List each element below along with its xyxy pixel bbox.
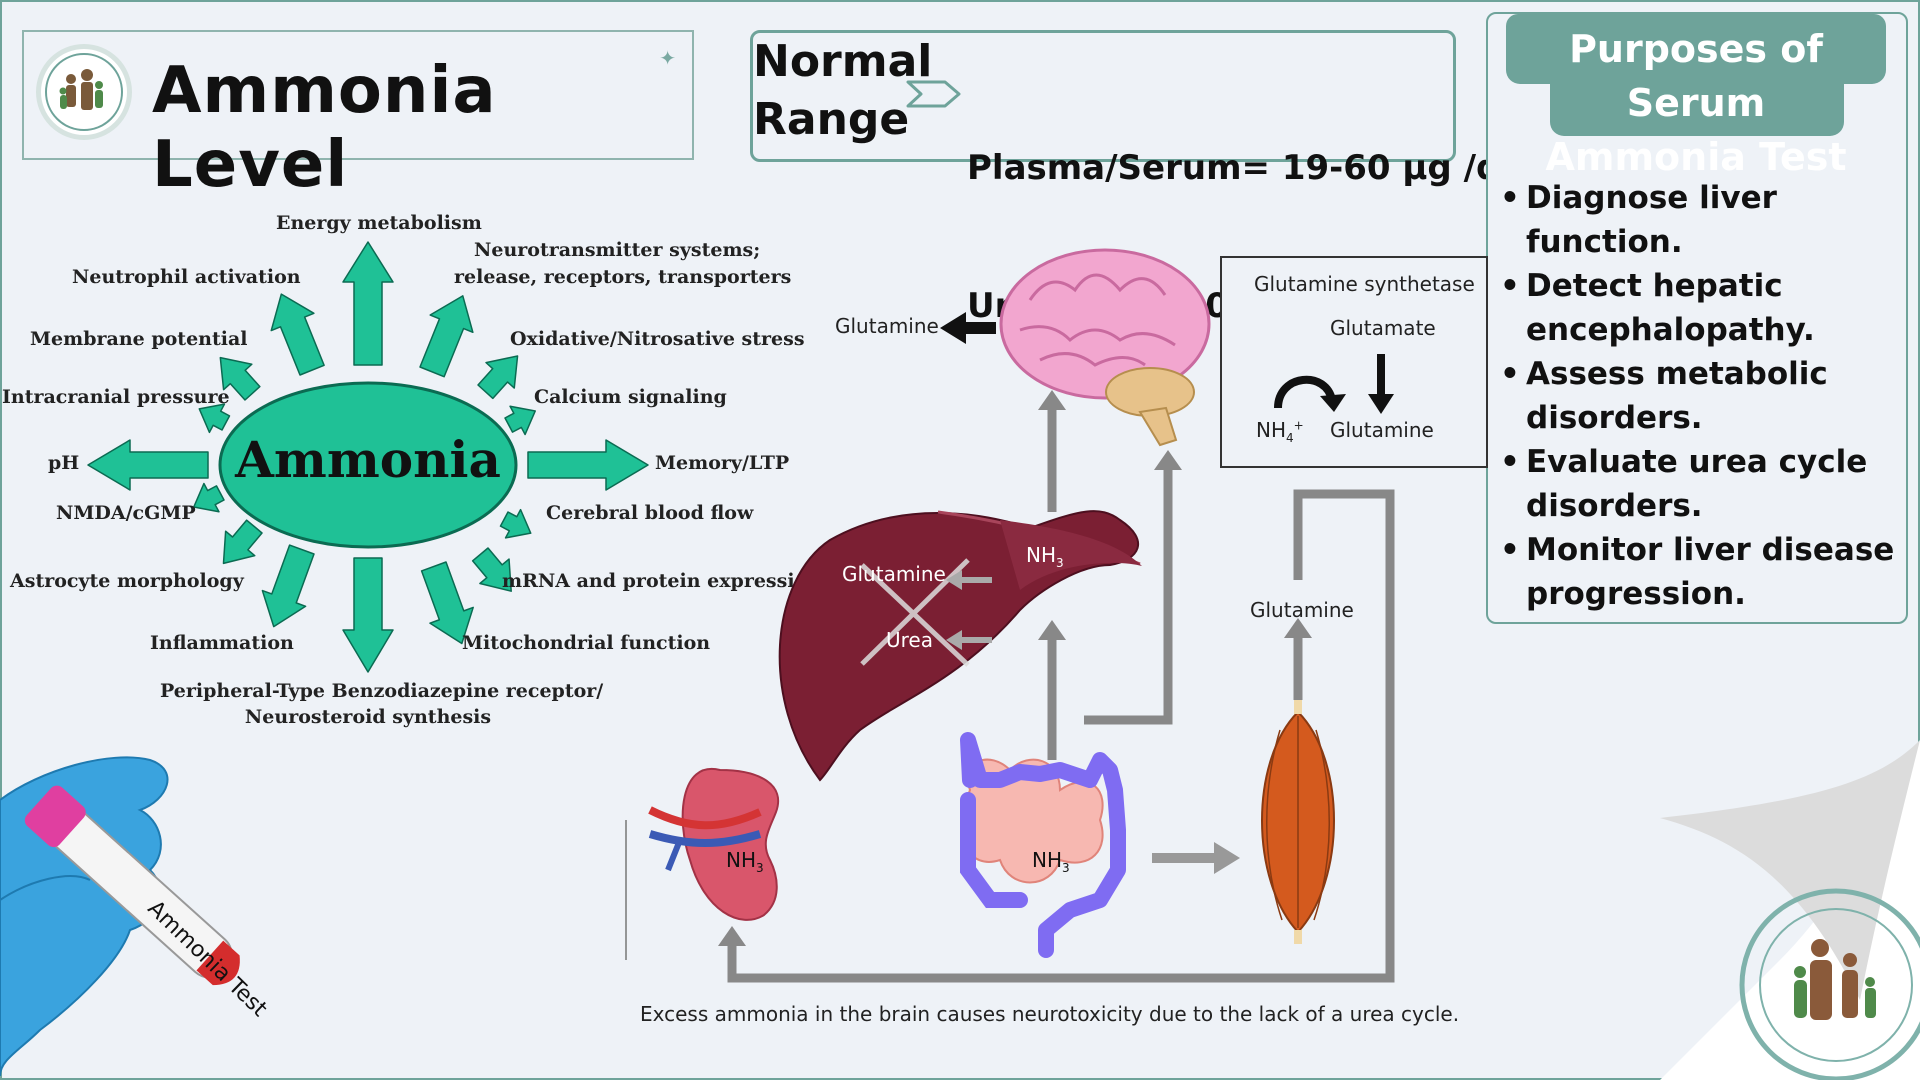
effect-label: Neurotransmitter systems; (474, 239, 761, 261)
effect-label: Calcium signaling (534, 386, 727, 408)
intestine-icon (960, 732, 1126, 958)
gs-title: Glutamine synthetase (1254, 272, 1475, 296)
normal-range-label-line1: Normal (753, 36, 933, 87)
arrow-down-right (420, 561, 474, 645)
arrow-right-upper (504, 405, 536, 436)
effect-label: Mitochondrial function (462, 632, 711, 654)
purpose-item: Evaluate urea cycle disorders. (1496, 440, 1906, 528)
ammonia-center-label: Ammonia (235, 430, 501, 489)
purpose-item: Detect hepatic encephalopathy. (1496, 264, 1906, 352)
effect-label: pH (48, 452, 80, 474)
normal-range-label-line2: Range (753, 94, 910, 145)
purposes-list: Diagnose liver function. Detect hepatic … (1496, 176, 1906, 616)
title-box: Ammonia Level ✦ (22, 30, 694, 202)
arrow-left-lower (193, 482, 225, 513)
effect-label: NMDA/cGMP (56, 502, 196, 524)
effect-label: Intracranial pressure (2, 386, 230, 408)
flow-intestine-to-brain (1084, 468, 1173, 725)
purposes-panel: Purposes of Serum Ammonia Test Diagnose … (1486, 12, 1908, 624)
test-tube-glove-icon (0, 756, 240, 1077)
arrow-up-left (270, 293, 325, 376)
arrow-right (527, 439, 649, 491)
purposes-header: Purposes of Serum Ammonia Test (1506, 14, 1886, 179)
effect-label: Energy metabolism (276, 212, 482, 234)
effect-label: mRNA and protein expression (502, 570, 822, 592)
arrow-up-right-mid (477, 355, 519, 400)
effect-label: Cerebral blood flow (546, 502, 754, 524)
effect-label: Inflammation (150, 632, 294, 654)
arrow-right-lower (499, 508, 532, 539)
flow-kidney-loop (727, 489, 1395, 983)
muscle-icon (1261, 700, 1335, 944)
arrow-down-right-mid (471, 547, 512, 592)
normal-range-label: Normal Range (753, 33, 932, 149)
kidney-icon (648, 767, 779, 921)
effect-label: Astrocyte morphology (10, 570, 244, 592)
arrow-left (87, 439, 209, 491)
logo-family-icon (36, 44, 132, 140)
arrow-up-right (419, 295, 474, 378)
nh3-kidney-label: NH3 (726, 848, 764, 875)
purpose-item: Monitor liver disease progression. (1496, 528, 1906, 616)
effect-label: Neurosteroid synthesis (244, 706, 492, 728)
effect-label: Memory/LTP (655, 452, 790, 474)
purposes-title: Purposes of Serum Ammonia Test (1545, 27, 1847, 179)
effect-label: release, receptors, transporters (454, 266, 792, 288)
effect-label: Peripheral-Type Benzodiazepine receptor/ (160, 680, 604, 702)
ammonia-metabolism-diagram (625, 248, 1395, 983)
down-arrow-icon (1368, 354, 1394, 414)
glutamine-synthetase-box: Glutamine synthetase Glutamate NH4+ Glut… (1220, 256, 1488, 468)
gs-glutamine: Glutamine (1330, 418, 1434, 442)
normal-range-box: Normal Range Plasma/Serum= 19-60 µg /dL … (750, 30, 1522, 326)
page-title: Ammonia Level (152, 54, 497, 202)
glutamine-muscle-label: Glutamine (1250, 598, 1354, 622)
glutamine-brain-label: Glutamine (835, 314, 939, 338)
arrow-down-left (261, 544, 315, 628)
arrow-up-left-mid (219, 356, 261, 401)
chevron-right-icon (905, 79, 963, 109)
gs-nh4: NH4+ (1256, 418, 1304, 445)
effect-label: Neutrophil activation (72, 266, 301, 288)
sparkle-icon: ✦ (659, 46, 676, 70)
gs-glutamate: Glutamate (1330, 316, 1436, 340)
purpose-item: Assess metabolic disorders. (1496, 352, 1906, 440)
purpose-item: Diagnose liver function. (1496, 176, 1906, 264)
arrow-down (342, 557, 394, 673)
arrow-left-upper (198, 403, 231, 434)
urea-label: Urea (886, 628, 933, 652)
curved-arrow-icon (1274, 375, 1346, 412)
ammonia-ellipse (218, 381, 518, 549)
effect-label: Oxidative/Nitrosative stress (510, 328, 805, 350)
nh3-liver-label: NH3 (1026, 543, 1064, 570)
diagram-caption: Excess ammonia in the brain causes neuro… (640, 1002, 1460, 1026)
page-curl-icon (1660, 740, 1920, 1080)
glutamine-liver-label: Glutamine (842, 562, 946, 586)
nh3-intestine-label: NH3 (1032, 848, 1070, 875)
arrow-up (342, 241, 394, 366)
arrow-down-left-mid (222, 519, 263, 565)
plasma-range: Plasma/Serum= 19-60 µg /dL (967, 148, 1523, 188)
effect-label: Membrane potential (30, 328, 248, 350)
ammonia-radial-diagram (87, 241, 649, 673)
brain-icon (999, 248, 1211, 447)
